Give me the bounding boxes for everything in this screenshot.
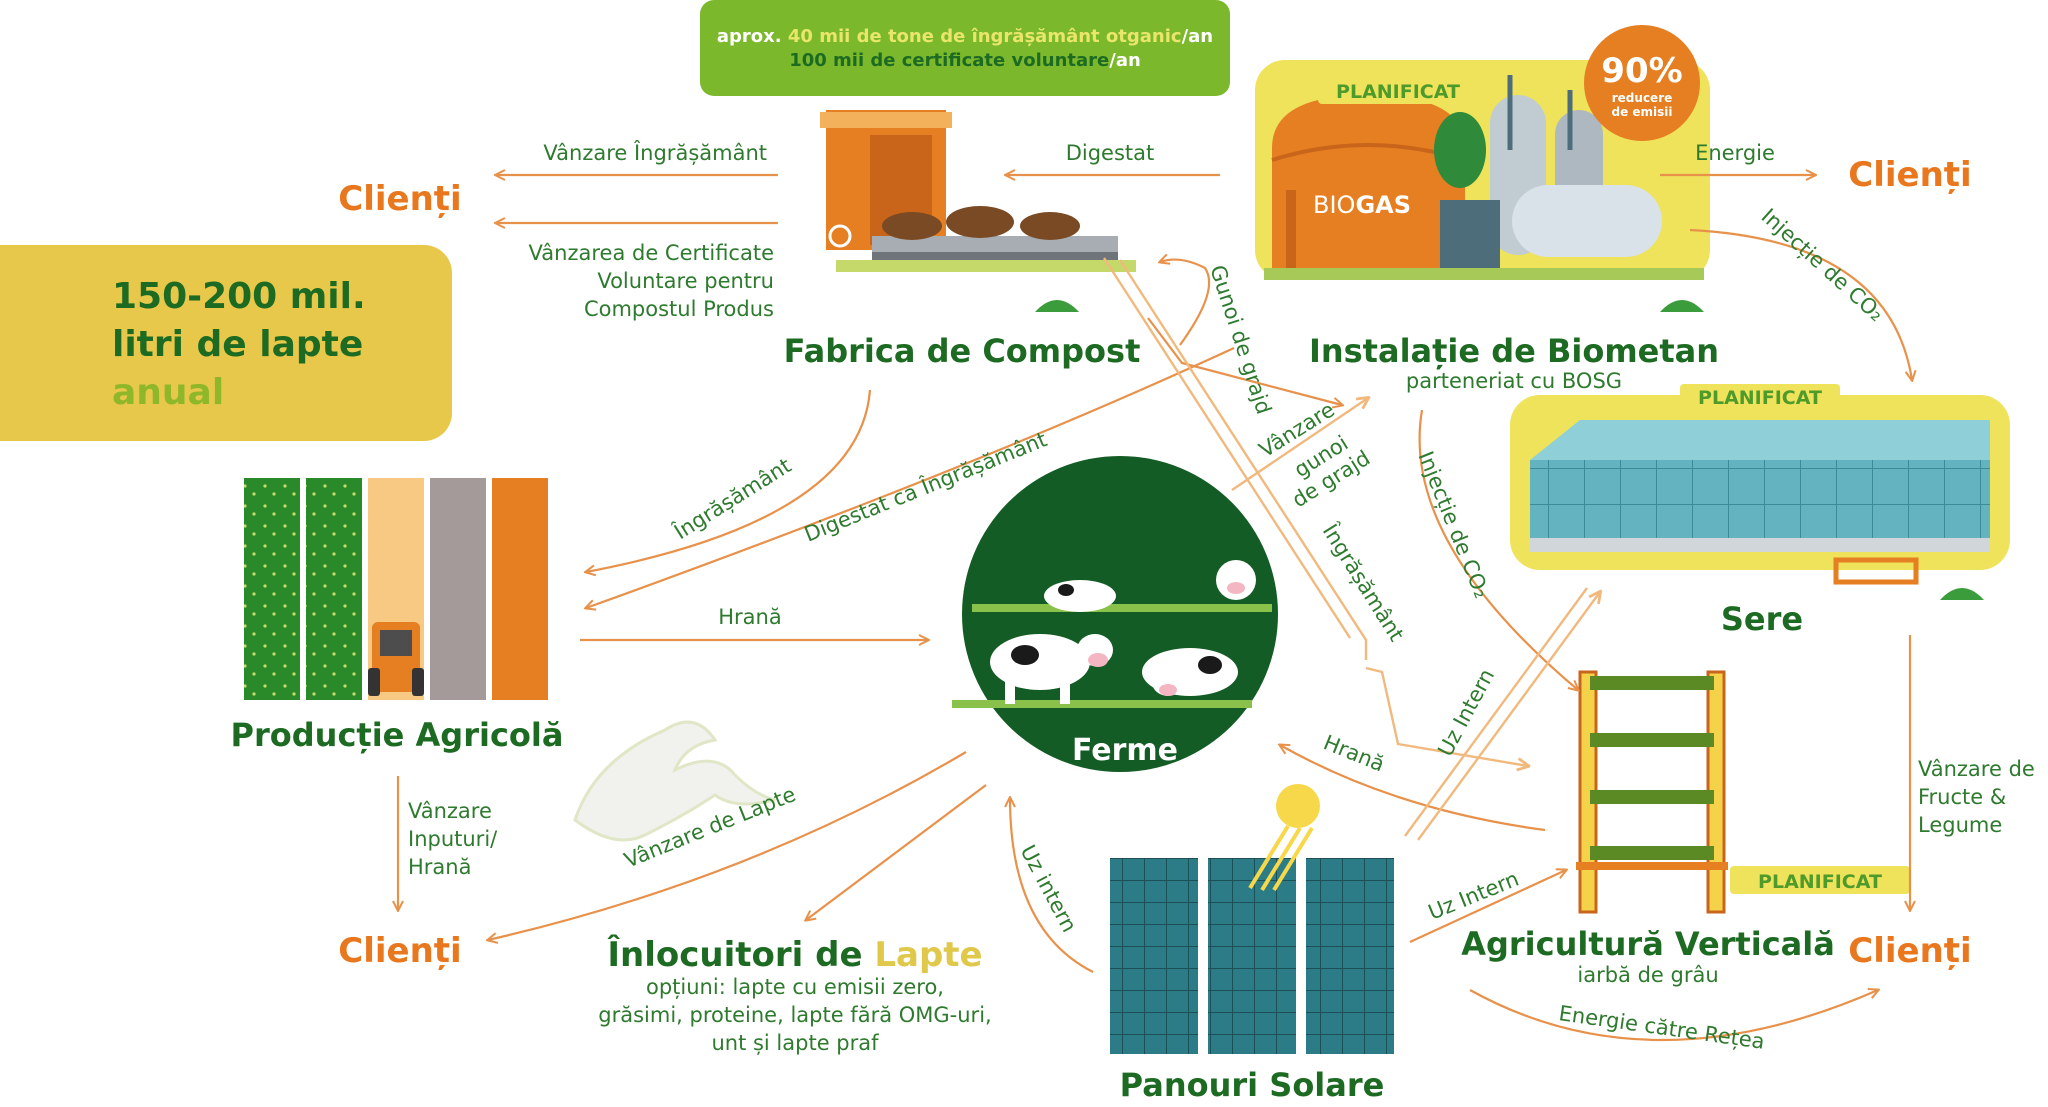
clients-label-energy: Clienți [1848, 155, 1971, 195]
banner-per-year-2: /an [1109, 50, 1141, 71]
flow-label-energy: Energie [1695, 141, 1775, 165]
flow-label-sale-fruits-2: Fructe & [1918, 785, 2006, 809]
cow-icon [990, 634, 1113, 704]
flow-label-sale-inputs-3: Hrană [408, 855, 471, 879]
flow-label-certificates-2: Voluntare pentru [597, 269, 774, 293]
compost-title: Fabrica de Compost [784, 332, 1141, 370]
flow-label-sale-inputs-2: Inputuri/ [408, 827, 498, 851]
svg-text:BIOGAS: BIOGAS [1313, 191, 1411, 219]
recycle-icon [828, 224, 852, 248]
farms-circle: Ferme [952, 456, 1278, 772]
vertical-title: Agricultură Verticală [1461, 925, 1835, 963]
cow-icon [1044, 580, 1116, 612]
biomethane-title: Instalație de Biometan [1309, 332, 1719, 370]
milk-substitutes-line-1: opțiuni: lapte cu emisii zero, [646, 975, 944, 999]
svg-text:Înlocuitori de Lapte: Înlocuitori de Lapte [607, 934, 982, 975]
vertical-farm-illustration: PLANIFICAT [1576, 670, 1910, 914]
badge-value: 90% [1601, 51, 1682, 91]
cow-icon [1216, 560, 1256, 600]
milk-substitutes-title: Înlocuitori de [607, 934, 874, 975]
sun-icon [1276, 784, 1320, 828]
bush-icon [1940, 588, 1984, 600]
production-banner: aprox. 40 mii de tone de îngrășământ otg… [700, 0, 1230, 96]
clients-label-compost: Clienți [338, 179, 461, 219]
solar-panels [1110, 784, 1394, 1054]
milk-volume-box: 150-200 mil. litri de lapte anual [0, 245, 452, 441]
flow-label-internal-use-2: Uz intern [1016, 841, 1082, 936]
solar-title: Panouri Solare [1120, 1066, 1385, 1104]
flow-label-digestate: Digestat [1066, 141, 1155, 165]
banner-per-year-1: /an [1182, 26, 1214, 47]
flow-label-feed-1: Hrană [718, 605, 781, 629]
biomethane-subtitle: parteneriat cu BOSG [1406, 369, 1622, 393]
flow-label-certificates-3: Compostul Produs [584, 297, 774, 321]
flow-label-internal-use-1: Uz Intern [1433, 665, 1499, 760]
bush-icon [1035, 300, 1079, 312]
flow-label-internal-use-3: Uz Intern [1425, 867, 1522, 925]
badge-line-2: de emisii [1611, 105, 1672, 119]
vertical-planned-tag: PLANIFICAT [1758, 871, 1882, 893]
svg-text:aprox. 40 mii de tone de: aprox. 40 mii de tone de îngrășământ otg… [717, 26, 1213, 47]
farms-title: Ferme [1072, 733, 1178, 768]
flow-label-sale-fruits-3: Legume [1918, 813, 2002, 837]
bush-icon [1660, 300, 1704, 312]
biogas-label-bio: BIO [1313, 191, 1355, 219]
compost-factory-illustration [820, 110, 1136, 312]
milk-volume-amount: 150-200 mil. [112, 276, 366, 317]
milk-substitutes-block: Înlocuitori de Lapte opțiuni: lapte cu e… [598, 934, 991, 1055]
milk-substitutes-line-2: grăsimi, proteine, lapte fără OMG-uri, [598, 1003, 991, 1027]
greenhouse-title: Sere [1721, 600, 1803, 638]
banner-certificates: 100 mii de certificate voluntare [789, 50, 1109, 71]
flow-label-certificates-1: Vânzarea de Certificate [529, 241, 774, 265]
banner-prefix: aprox. [717, 26, 782, 47]
milk-splash-icon [573, 720, 776, 842]
agri-title: Producție Agricolă [231, 716, 564, 754]
biomethane-planned-tag: PLANIFICAT [1336, 81, 1460, 103]
tractor-icon [368, 622, 424, 696]
greenhouse-illustration: PLANIFICAT [1510, 384, 2010, 600]
flow-label-co2-injection-1: Injecție de CO₂ [1757, 204, 1889, 326]
greenhouse-planned-tag: PLANIFICAT [1698, 387, 1822, 409]
flow-label-co2-injection-2: Injecție de CO₂ [1413, 448, 1494, 602]
flow-label-sale-inputs-1: Vânzare [408, 799, 492, 823]
flow-arrows [398, 175, 1912, 1041]
flow-label-manure: Gunoi de grajd [1205, 262, 1276, 417]
clients-label-inputs: Clienți [338, 931, 461, 971]
cow-icon [1142, 648, 1238, 696]
flow-label-energy-grid: Energie către Rețea [1557, 1001, 1766, 1054]
milk-substitutes-highlight: Lapte [874, 935, 982, 975]
flow-label-sale-fruits-1: Vânzare de [1918, 757, 2035, 781]
svg-text:100 mii de certificate volunta: 100 mii de certificate voluntare/an [789, 50, 1141, 71]
agricultural-fields [244, 478, 548, 700]
flow-label-fertilizer-2: Îngrășământ [1317, 519, 1409, 646]
clients-label-produce: Clienți [1848, 931, 1971, 971]
vertical-subtitle: iarbă de grâu [1577, 963, 1718, 987]
badge-line-1: reducere [1612, 91, 1673, 105]
tree-icon [1434, 112, 1486, 188]
milk-substitutes-line-3: unt și lapte praf [711, 1031, 879, 1055]
milk-volume-period: anual [112, 372, 224, 413]
milk-volume-unit: litri de lapte [112, 324, 363, 365]
emissions-reduction-badge: 90% reducere de emisii [1584, 25, 1700, 141]
flow-label-sale-fertilizer: Vânzare Îngrășământ [543, 140, 767, 165]
banner-fertilizer-amount: 40 mii de tone de îngrășământ otganic [788, 26, 1182, 47]
biogas-label-gas: GAS [1355, 191, 1411, 219]
